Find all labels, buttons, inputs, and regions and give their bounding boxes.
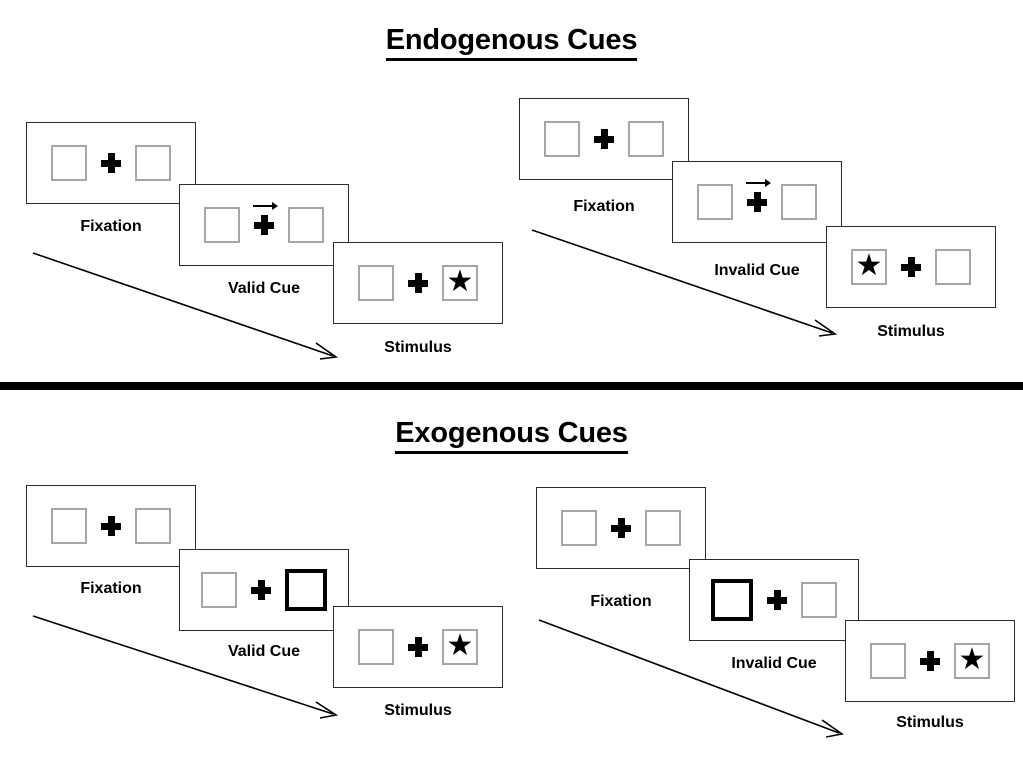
panel-exogenous-invalid-stimulus: ★ — [845, 620, 1015, 702]
arrow-right-icon — [746, 179, 771, 187]
box-right-cued — [285, 569, 327, 611]
section-title-exogenous: Exogenous Cues — [0, 419, 1023, 454]
box-right — [801, 582, 837, 618]
panel-endogenous-invalid-fixation — [519, 98, 689, 180]
star-icon: ★ — [446, 629, 474, 662]
display-row — [711, 579, 837, 621]
panel-exogenous-valid-cue — [179, 549, 349, 631]
display-row: ★ — [358, 629, 478, 665]
display-row: ★ — [851, 249, 971, 285]
cue-column — [253, 202, 278, 235]
fixation-cross-icon — [611, 518, 631, 538]
box-right-with-star: ★ — [954, 643, 990, 679]
box-left — [697, 184, 733, 220]
star-icon: ★ — [446, 265, 474, 298]
fixation-cross-icon — [408, 273, 428, 293]
cue-column — [746, 179, 771, 212]
section-title-endogenous-text: Endogenous Cues — [385, 26, 637, 61]
panel-exogenous-invalid-fixation — [536, 487, 706, 569]
caption-endogenous-invalid-cue: Invalid Cue — [714, 262, 800, 279]
panel-exogenous-valid-stimulus: ★ — [333, 606, 503, 688]
box-right-with-star: ★ — [442, 629, 478, 665]
star-icon: ★ — [855, 249, 883, 282]
box-left — [544, 121, 580, 157]
display-row — [697, 179, 817, 220]
caption-exogenous-valid-cue: Valid Cue — [227, 643, 301, 660]
box-right — [135, 508, 171, 544]
fixation-cross-icon — [594, 129, 614, 149]
panel-endogenous-invalid-stimulus: ★ — [826, 226, 996, 308]
box-left-cued — [711, 579, 753, 621]
box-left — [204, 207, 240, 243]
box-left-with-star: ★ — [851, 249, 887, 285]
fixation-cross-icon — [101, 516, 121, 536]
fixation-cross-icon — [901, 257, 921, 277]
caption-exogenous-valid-fixation: Fixation — [80, 580, 142, 597]
caption-endogenous-invalid-fixation: Fixation — [573, 198, 635, 215]
box-left — [870, 643, 906, 679]
caption-endogenous-invalid-stimulus: Stimulus — [877, 323, 945, 340]
panel-exogenous-valid-fixation — [26, 485, 196, 567]
panel-endogenous-valid-fixation — [26, 122, 196, 204]
fixation-cross-icon — [767, 590, 787, 610]
caption-endogenous-valid-fixation: Fixation — [80, 218, 142, 235]
arrow-right-icon — [253, 202, 278, 210]
section-divider — [0, 382, 1023, 390]
panel-endogenous-invalid-cue — [672, 161, 842, 243]
display-row — [51, 508, 171, 544]
fixation-cross-icon — [254, 215, 274, 235]
fixation-cross-icon — [408, 637, 428, 657]
box-right — [135, 145, 171, 181]
box-right-with-star: ★ — [442, 265, 478, 301]
box-right — [288, 207, 324, 243]
caption-endogenous-valid-stimulus: Stimulus — [384, 339, 452, 356]
box-left — [561, 510, 597, 546]
fixation-cross-icon — [920, 651, 940, 671]
box-right — [628, 121, 664, 157]
caption-endogenous-valid-cue: Valid Cue — [227, 280, 301, 297]
fixation-cross-icon — [251, 580, 271, 600]
section-title-exogenous-text: Exogenous Cues — [395, 419, 628, 454]
box-left — [51, 145, 87, 181]
box-left — [358, 629, 394, 665]
display-row: ★ — [358, 265, 478, 301]
panel-exogenous-invalid-cue — [689, 559, 859, 641]
panel-endogenous-valid-cue — [179, 184, 349, 266]
box-left — [201, 572, 237, 608]
caption-exogenous-invalid-stimulus: Stimulus — [896, 714, 964, 731]
box-left — [358, 265, 394, 301]
display-row — [204, 202, 324, 243]
display-row — [201, 569, 327, 611]
section-title-endogenous: Endogenous Cues — [0, 26, 1023, 61]
display-row — [544, 121, 664, 157]
box-left — [51, 508, 87, 544]
fixation-cross-icon — [747, 192, 767, 212]
fixation-cross-icon — [101, 153, 121, 173]
display-row — [561, 510, 681, 546]
box-right — [781, 184, 817, 220]
box-right — [645, 510, 681, 546]
box-right — [935, 249, 971, 285]
panel-endogenous-valid-stimulus: ★ — [333, 242, 503, 324]
caption-exogenous-invalid-fixation: Fixation — [590, 593, 652, 610]
caption-exogenous-valid-stimulus: Stimulus — [384, 702, 452, 719]
caption-exogenous-invalid-cue: Invalid Cue — [731, 655, 817, 672]
star-icon: ★ — [958, 643, 986, 676]
display-row — [51, 145, 171, 181]
display-row: ★ — [870, 643, 990, 679]
